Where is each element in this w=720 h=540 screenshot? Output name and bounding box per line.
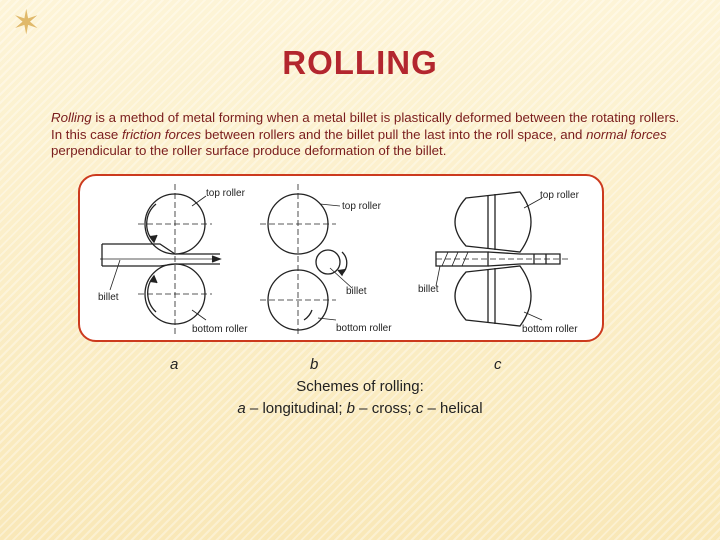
caption-line-1: Schemes of rolling: bbox=[296, 378, 424, 395]
rolling-schemes-diagram: top roller billet bottom roller top roll… bbox=[98, 184, 580, 335]
intro-text-1: is a method of metal forming when a meta… bbox=[51, 110, 680, 142]
scheme-letter-c: c bbox=[494, 356, 502, 373]
caption-c: c bbox=[415, 400, 424, 417]
caption-line-2: a – longitudinal; b – cross; c – helical bbox=[0, 400, 720, 417]
term-normal-forces: normal forces bbox=[586, 126, 667, 142]
caption-b: b bbox=[346, 400, 356, 417]
intro-text-3: perpendicular to the roller surface prod… bbox=[51, 143, 447, 158]
c-bottom-roller-label: bottom roller bbox=[522, 324, 578, 335]
a-top-roller-label: top roller bbox=[206, 188, 246, 199]
a-billet-label: billet bbox=[98, 292, 119, 303]
term-friction-forces: friction forces bbox=[121, 126, 202, 142]
caption-a-text: – longitudinal; bbox=[245, 400, 347, 417]
rolling-schemes-figure: top roller billet bottom roller top roll… bbox=[78, 174, 604, 342]
caption-b-text: – cross; bbox=[355, 400, 416, 417]
c-top-roller-label: top roller bbox=[540, 190, 580, 201]
term-rolling: Rolling bbox=[51, 110, 92, 125]
scheme-c-drawing bbox=[435, 191, 568, 327]
scheme-letter-a: a bbox=[170, 356, 179, 373]
intro-text-2: between rollers and the billet pull the … bbox=[201, 126, 587, 142]
scheme-letter-b: b bbox=[310, 356, 319, 373]
corner-star-icon: ✶ bbox=[12, 4, 41, 42]
b-billet-label: billet bbox=[346, 286, 367, 297]
caption-c-text: – helical bbox=[423, 400, 483, 417]
caption-a: a bbox=[237, 400, 246, 417]
intro-paragraph: Rolling is a method of metal forming whe… bbox=[51, 110, 691, 160]
scheme-a-drawing bbox=[100, 184, 222, 334]
b-top-roller-label: top roller bbox=[342, 201, 382, 212]
scheme-b-drawing bbox=[260, 184, 353, 334]
c-billet-label: billet bbox=[418, 284, 439, 295]
a-bottom-roller-label: bottom roller bbox=[192, 324, 248, 335]
b-bottom-roller-label: bottom roller bbox=[336, 323, 392, 334]
slide-title: Rolling bbox=[282, 44, 438, 81]
